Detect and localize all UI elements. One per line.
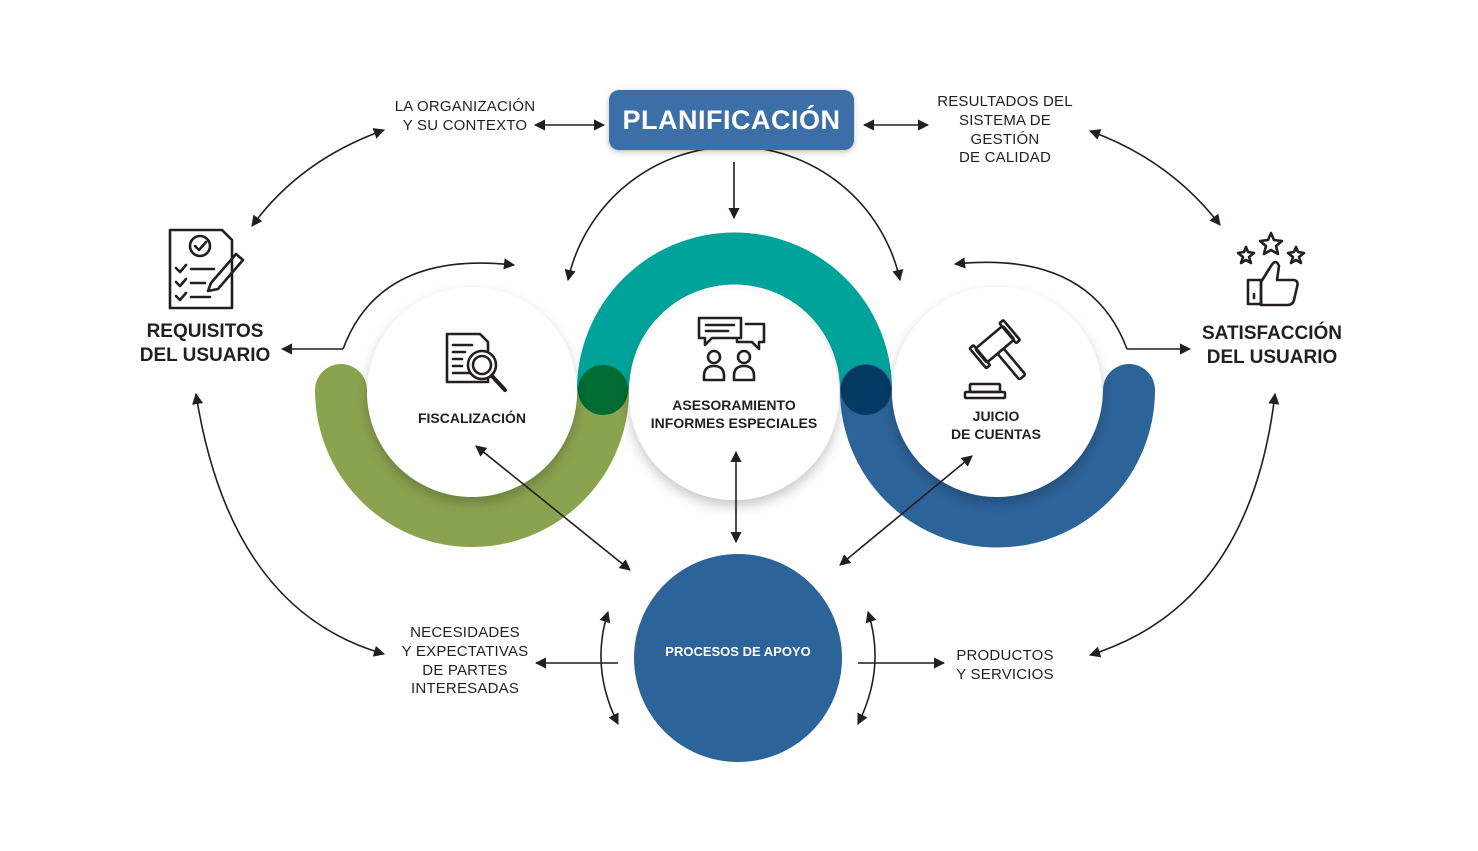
arrow-fiscal-support bbox=[475, 445, 631, 571]
products-services-line2: Y SERVICIOS bbox=[956, 665, 1054, 683]
stakeholder-needs-label: NECESIDADES Y EXPECTATIVAS DE PARTES INT… bbox=[395, 624, 535, 699]
organization-context-line1: LA ORGANIZACIÓN bbox=[394, 98, 536, 115]
juicio-label: JUICIO DE CUENTAS bbox=[936, 408, 1056, 443]
stakeholder-needs-line2: Y EXPECTATIVAS bbox=[401, 642, 529, 660]
asesoramiento-line1: ASESORAMIENTO bbox=[672, 397, 796, 413]
planning-box: PLANIFICACIÓN bbox=[609, 90, 854, 150]
organization-context-line2: Y SU CONTEXTO bbox=[402, 116, 528, 134]
user-requirements-label: REQUISITOS DEL USUARIO bbox=[130, 320, 280, 368]
products-services-line1: PRODUCTOS bbox=[956, 647, 1054, 664]
arrow-fiscal-loop bbox=[342, 258, 516, 350]
document-magnifier-icon bbox=[445, 332, 507, 392]
arrow-support-left-arc bbox=[599, 610, 619, 726]
arrow-right-bottom bbox=[1088, 392, 1280, 658]
asesoramiento-label: ASESORAMIENTO INFORMES ESPECIALES bbox=[644, 397, 824, 432]
gavel-icon bbox=[963, 319, 1026, 400]
asesoramiento-circle bbox=[629, 290, 839, 500]
juicio-line2: DE CUENTAS bbox=[951, 425, 1041, 442]
sgc-results-line3: DE CALIDAD bbox=[958, 149, 1052, 167]
fiscalizacion-circle bbox=[367, 287, 577, 497]
organization-context-label: LA ORGANIZACIÓN Y SU CONTEXTO bbox=[390, 98, 540, 136]
navy-joint bbox=[841, 365, 891, 415]
checklist-pencil-icon bbox=[168, 228, 245, 310]
juicio-line1: JUICIO bbox=[972, 408, 1020, 424]
arrow-juicio-support bbox=[839, 455, 973, 566]
products-services-label: PRODUCTOS Y SERVICIOS bbox=[945, 647, 1065, 685]
teal-arc bbox=[577, 232, 892, 391]
stakeholder-needs-line4: INTERESADAS bbox=[410, 680, 520, 698]
planning-label: PLANIFICACIÓN bbox=[622, 104, 841, 135]
fiscalizacion-label: FISCALIZACIÓN bbox=[402, 410, 542, 428]
arrow-left-node-to-top bbox=[251, 128, 386, 227]
thumbs-up-stars-icon bbox=[1236, 231, 1306, 307]
arrow-right-node-to-top bbox=[1088, 129, 1221, 226]
arrow-support-right-arc bbox=[857, 610, 877, 726]
green-joint bbox=[578, 365, 628, 415]
user-satisfaction-line1: SATISFACCIÓN bbox=[1201, 323, 1343, 344]
arrow-juicio-loop bbox=[953, 257, 1128, 350]
support-text: PROCESOS DE APOYO bbox=[665, 644, 811, 659]
sgc-results-line2: SISTEMA DE GESTIÓN bbox=[958, 111, 1052, 148]
asesoramiento-line2: INFORMES ESPECIALES bbox=[650, 414, 818, 431]
stakeholder-needs-line3: DE PARTES bbox=[422, 661, 508, 679]
sgc-results-label: RESULTADOS DEL SISTEMA DE GESTIÓN DE CAL… bbox=[925, 93, 1085, 168]
chat-people-icon bbox=[697, 316, 766, 382]
arrow-left-bottom bbox=[192, 392, 386, 657]
user-requirements-line2: DEL USUARIO bbox=[139, 344, 271, 366]
sgc-results-line1: RESULTADOS DEL bbox=[937, 93, 1073, 110]
user-requirements-line1: REQUISITOS bbox=[146, 321, 264, 342]
user-satisfaction-label: SATISFACCIÓN DEL USUARIO bbox=[1194, 322, 1350, 370]
user-satisfaction-line2: DEL USUARIO bbox=[1206, 346, 1338, 368]
stakeholder-needs-line1: NECESIDADES bbox=[410, 624, 520, 641]
fiscalizacion-text: FISCALIZACIÓN bbox=[417, 410, 527, 426]
support-label: PROCESOS DE APOYO bbox=[648, 644, 828, 660]
support-circle bbox=[634, 554, 842, 762]
